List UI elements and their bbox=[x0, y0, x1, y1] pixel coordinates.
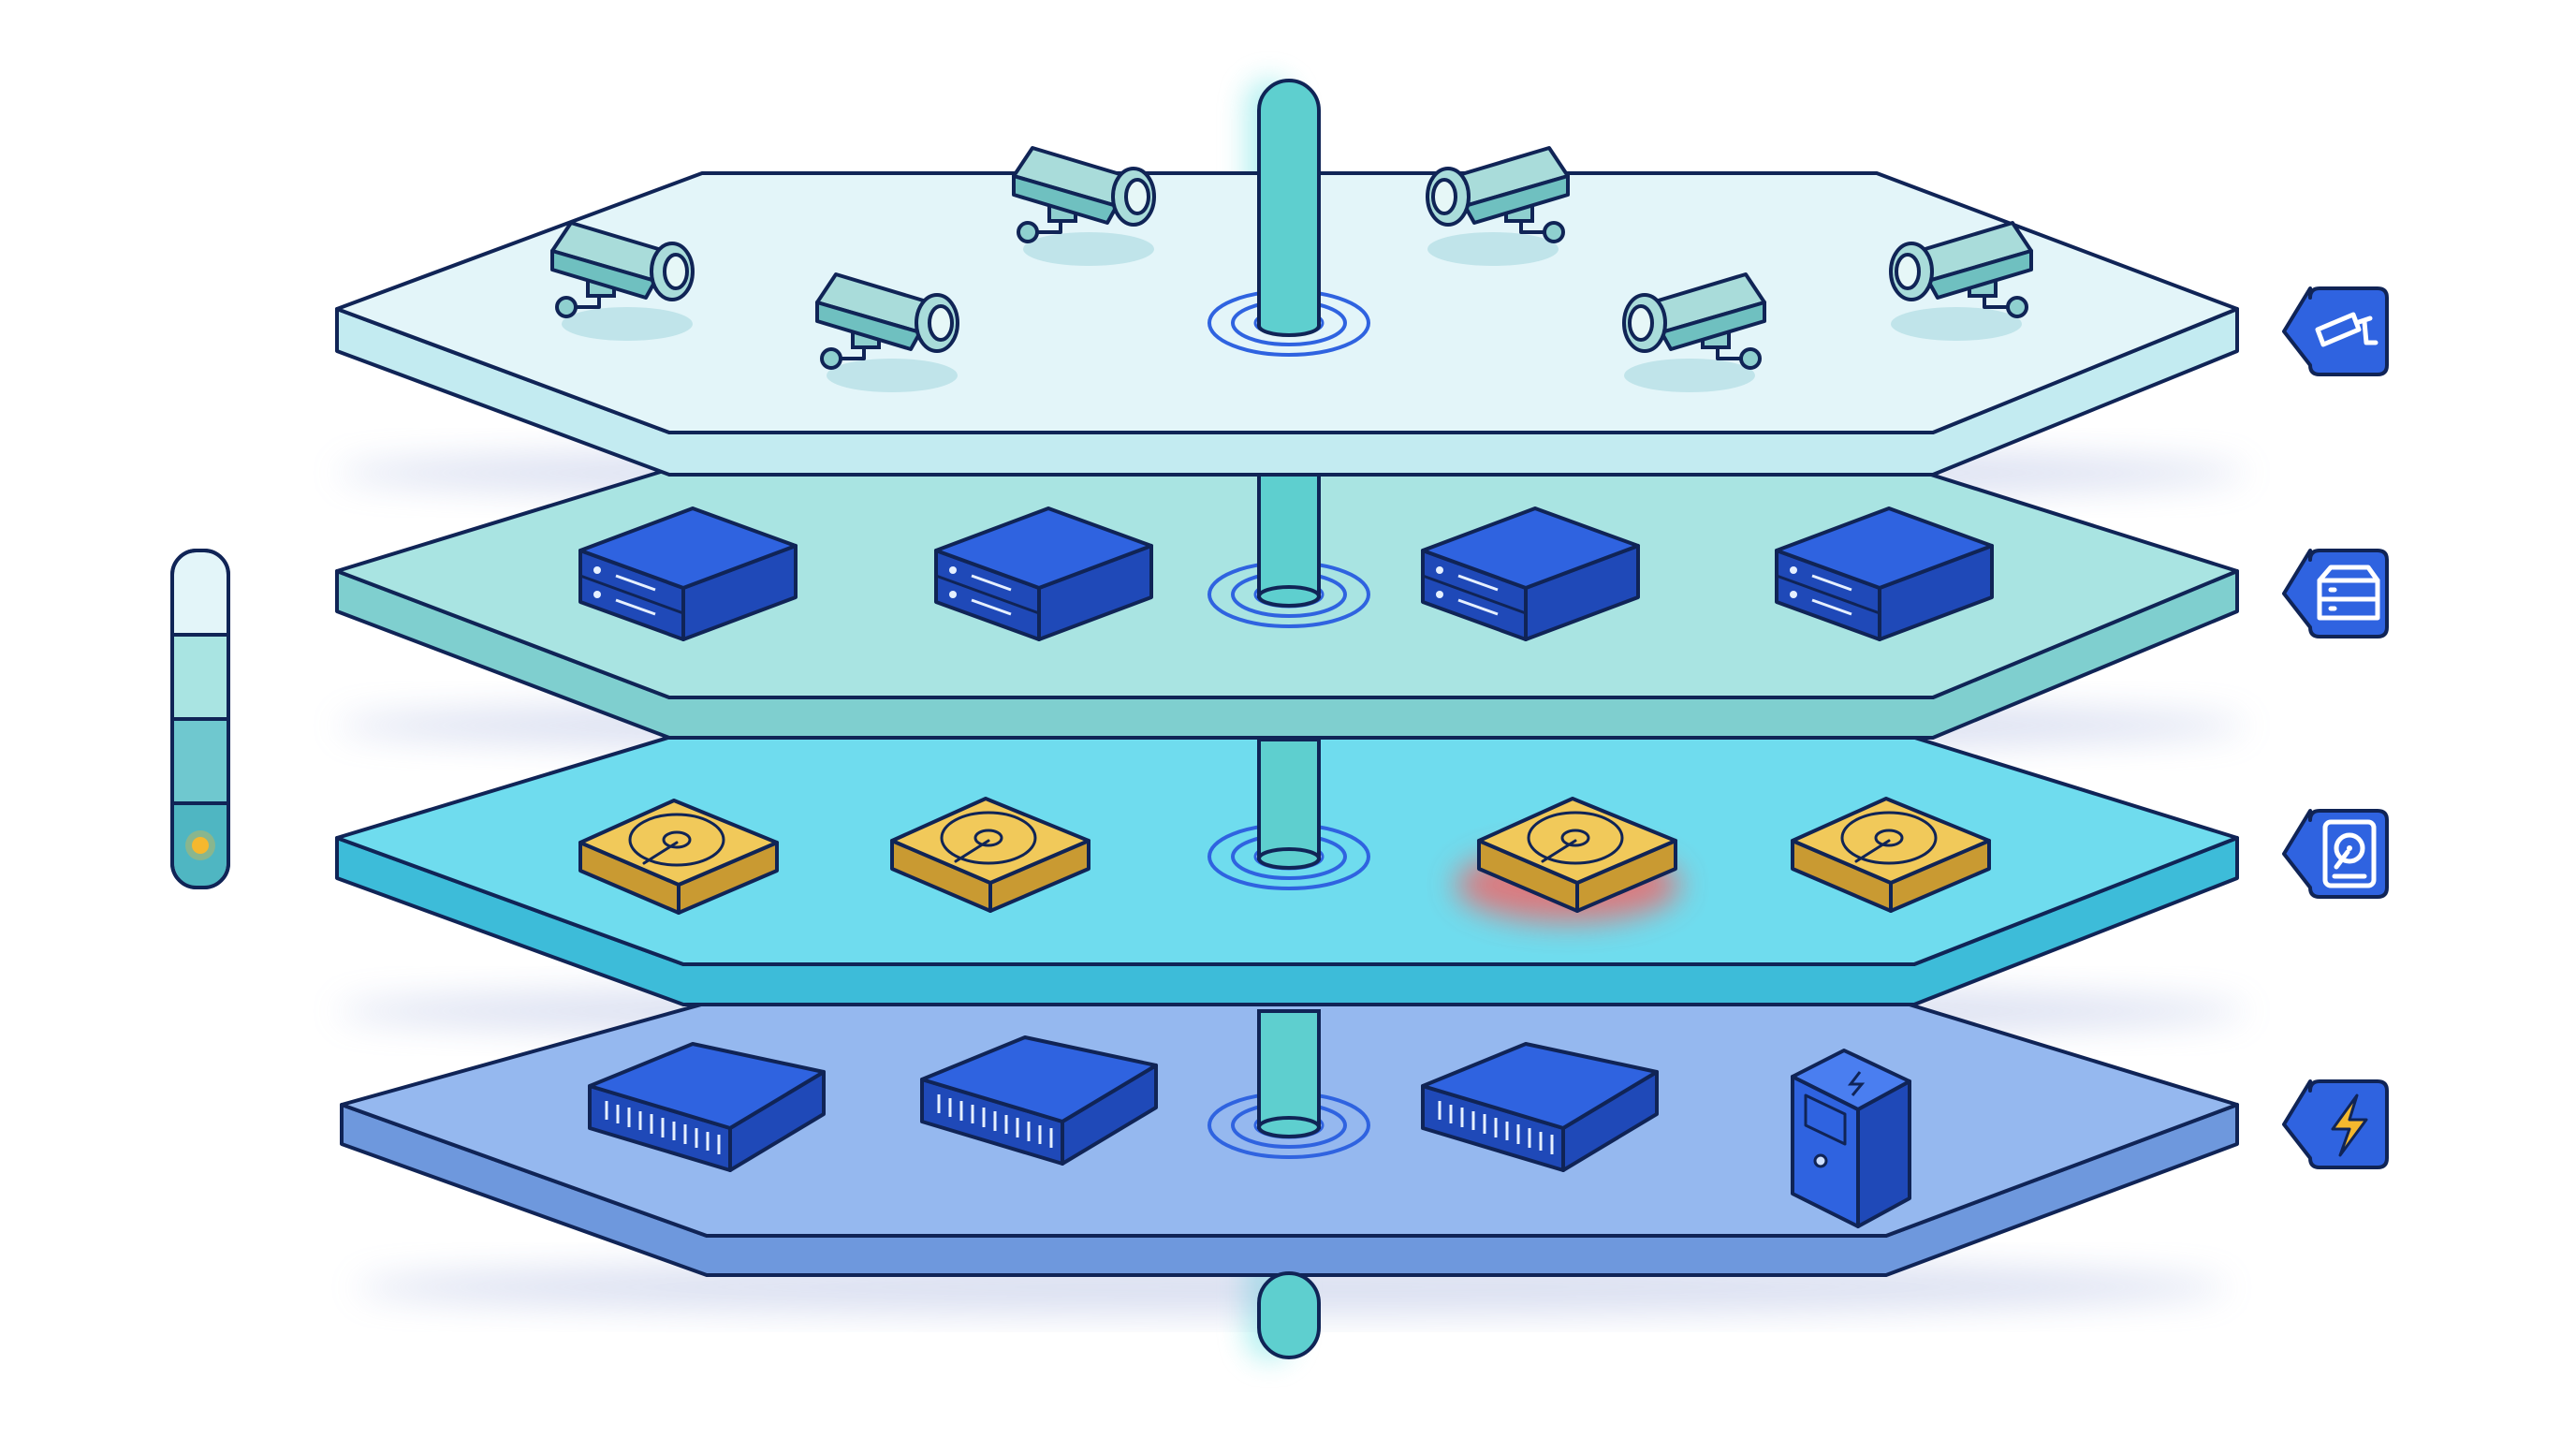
layer-servers bbox=[335, 462, 2239, 740]
cctv-camera bbox=[550, 221, 695, 341]
hard-disk bbox=[1791, 797, 1991, 913]
backbone-segment bbox=[1257, 466, 1321, 608]
badge-network[interactable] bbox=[2282, 1079, 2389, 1169]
rack-server bbox=[1421, 506, 1640, 641]
layer-network bbox=[340, 1000, 2239, 1277]
level-indicator bbox=[170, 549, 230, 889]
rack-server bbox=[578, 506, 798, 641]
hard-drive-icon bbox=[2322, 819, 2377, 888]
network-switch bbox=[588, 1042, 826, 1172]
cctv-camera bbox=[1012, 146, 1156, 266]
cctv-camera bbox=[815, 272, 959, 392]
power-supply-unit bbox=[1791, 1049, 1911, 1228]
badge-servers[interactable] bbox=[2282, 549, 2389, 638]
server-icon bbox=[2317, 565, 2380, 621]
cctv-camera-icon bbox=[2315, 312, 2378, 347]
layer-cameras bbox=[335, 171, 2239, 477]
hard-disk bbox=[890, 797, 1090, 913]
cctv-camera bbox=[1426, 146, 1570, 266]
badge-storage[interactable] bbox=[2282, 809, 2389, 899]
cctv-camera bbox=[1889, 221, 2033, 341]
backbone-pillar-top bbox=[1257, 79, 1321, 337]
lightning-bolt-icon bbox=[2331, 1093, 2368, 1157]
layer-storage bbox=[335, 728, 2239, 1006]
network-switch bbox=[920, 1035, 1158, 1166]
cctv-camera bbox=[1622, 272, 1766, 392]
hard-disk-warning bbox=[1477, 797, 1677, 913]
backbone-pillar-bottom bbox=[1257, 1271, 1321, 1359]
hard-disk bbox=[578, 799, 779, 915]
network-switch bbox=[1421, 1042, 1659, 1172]
rack-server bbox=[1775, 506, 1994, 641]
rack-server bbox=[934, 506, 1153, 641]
backbone-segment bbox=[1257, 1009, 1321, 1138]
badge-cameras[interactable] bbox=[2282, 286, 2389, 376]
backbone-segment bbox=[1257, 738, 1321, 870]
